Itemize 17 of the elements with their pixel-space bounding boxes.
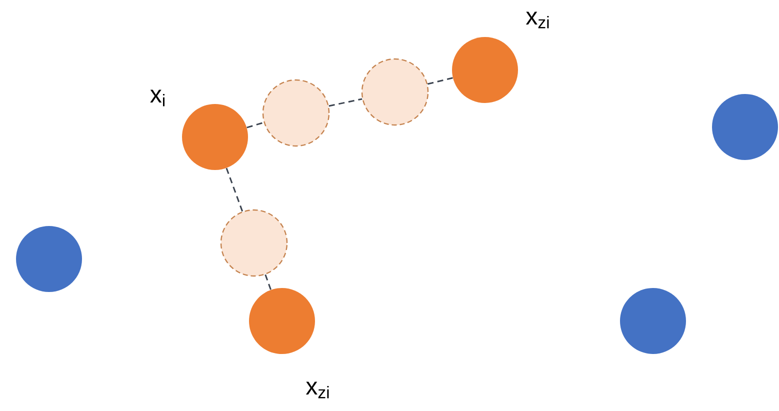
connector-line [427,77,453,85]
point-label: x$_{zi}$ [526,12,549,28]
point-label: x$_{i}$ [150,90,164,106]
connector-line [246,122,264,128]
point-label: x$_{zi}$ [306,382,329,398]
connector-line [226,168,244,212]
synthetic-point [361,58,429,126]
data-point [712,94,778,160]
sample-point [182,104,248,170]
connector-line [328,98,362,107]
data-point [620,288,686,354]
synthetic-point [220,209,288,277]
sample-point [452,37,518,103]
synthetic-point [262,79,330,147]
data-point [16,226,82,292]
sample-point [249,288,315,354]
connector-line [264,274,272,290]
